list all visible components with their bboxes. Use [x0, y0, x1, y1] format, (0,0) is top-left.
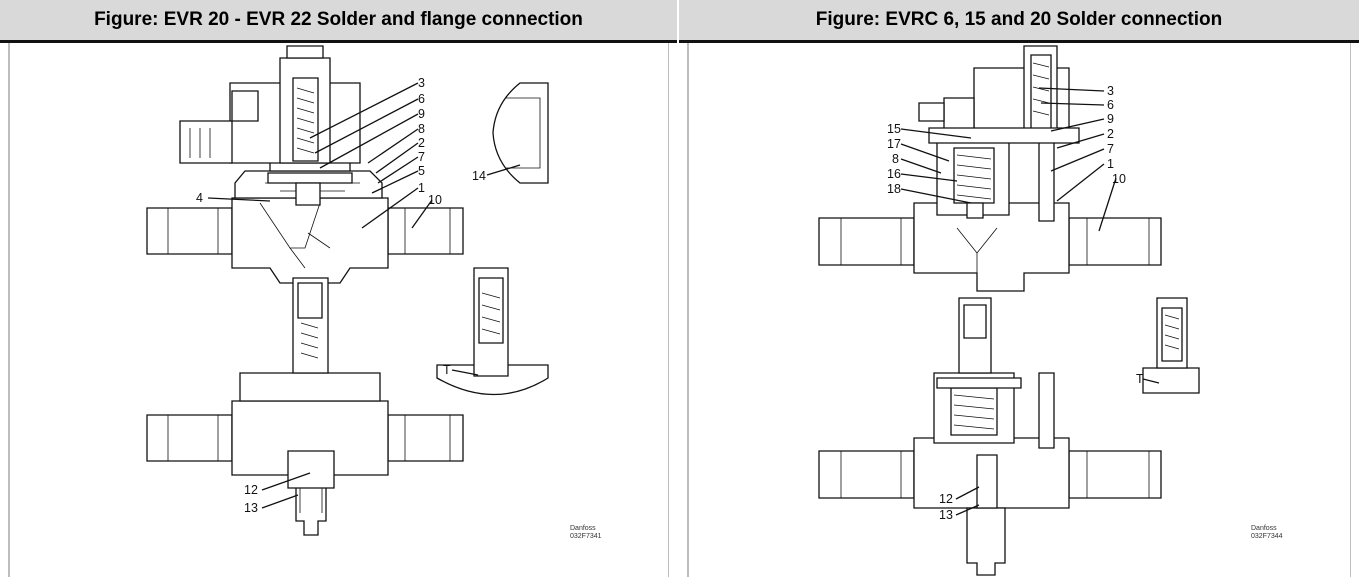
drawing-code: 032F7341	[570, 533, 602, 540]
label-9: 9	[1107, 112, 1114, 126]
label-10: 10	[428, 193, 442, 207]
left-figure-frame	[0, 43, 677, 577]
evr-inset-detail-T	[436, 267, 549, 396]
evr-leader-lines	[207, 82, 521, 509]
left-figure-panel: Figure: EVR 20 - EVR 22 Solder and flang…	[0, 0, 677, 577]
label-T: T	[443, 363, 451, 377]
label-13: 13	[244, 501, 258, 515]
label-16: 16	[887, 167, 901, 181]
label-7: 7	[1107, 142, 1114, 156]
label-8: 8	[418, 122, 425, 136]
label-5: 5	[418, 164, 425, 178]
left-figure-title: Figure: EVR 20 - EVR 22 Solder and flang…	[0, 0, 677, 40]
label-12: 12	[939, 492, 953, 506]
right-figure-title: Figure: EVRC 6, 15 and 20 Solder connect…	[679, 0, 1359, 40]
label-14: 14	[472, 169, 486, 183]
evrc-inset-detail-T	[1142, 297, 1200, 394]
evr-inset-detail-14	[492, 82, 549, 184]
right-figure-frame	[679, 43, 1359, 577]
label-18: 18	[887, 182, 901, 196]
drawing-code: 032F7344	[1251, 533, 1283, 540]
label-9: 9	[418, 107, 425, 121]
label-1: 1	[418, 181, 425, 195]
label-13: 13	[939, 508, 953, 522]
label-2: 2	[418, 136, 425, 150]
right-header-rule	[679, 40, 1359, 43]
right-figure-panel: Figure: EVRC 6, 15 and 20 Solder connect…	[679, 0, 1359, 577]
label-17: 17	[887, 137, 901, 151]
label-6: 6	[1107, 98, 1114, 112]
left-header-rule	[0, 40, 677, 43]
label-3: 3	[1107, 84, 1114, 98]
panel-divider	[677, 0, 679, 577]
evr-top-valve	[146, 45, 464, 284]
evrc-top-valve	[818, 45, 1162, 292]
label-T: T	[1136, 372, 1144, 386]
label-3: 3	[418, 76, 425, 90]
label-1: 1	[1107, 157, 1114, 171]
evr-bottom-valve	[146, 277, 464, 536]
label-8: 8	[892, 152, 899, 166]
label-7: 7	[418, 150, 425, 164]
label-2: 2	[1107, 127, 1114, 141]
label-12: 12	[244, 483, 258, 497]
evrc-valve-drawing: 3 6 15 9 17 2 8 7 16 1 18 10 12 13 T Dan…	[818, 45, 1283, 576]
label-15: 15	[887, 122, 901, 136]
brand-mark: Danfoss	[1251, 525, 1277, 532]
label-10: 10	[1112, 172, 1126, 186]
evrc-bottom-valve	[818, 297, 1162, 576]
label-6: 6	[418, 92, 425, 106]
evrc-leader-lines	[900, 87, 1160, 516]
evr-valve-drawing: 3 6 9 8 2 7 5 4 1 10 14 12 13 T Danfoss …	[146, 45, 602, 540]
label-4: 4	[196, 191, 203, 205]
brand-mark: Danfoss	[570, 525, 596, 532]
